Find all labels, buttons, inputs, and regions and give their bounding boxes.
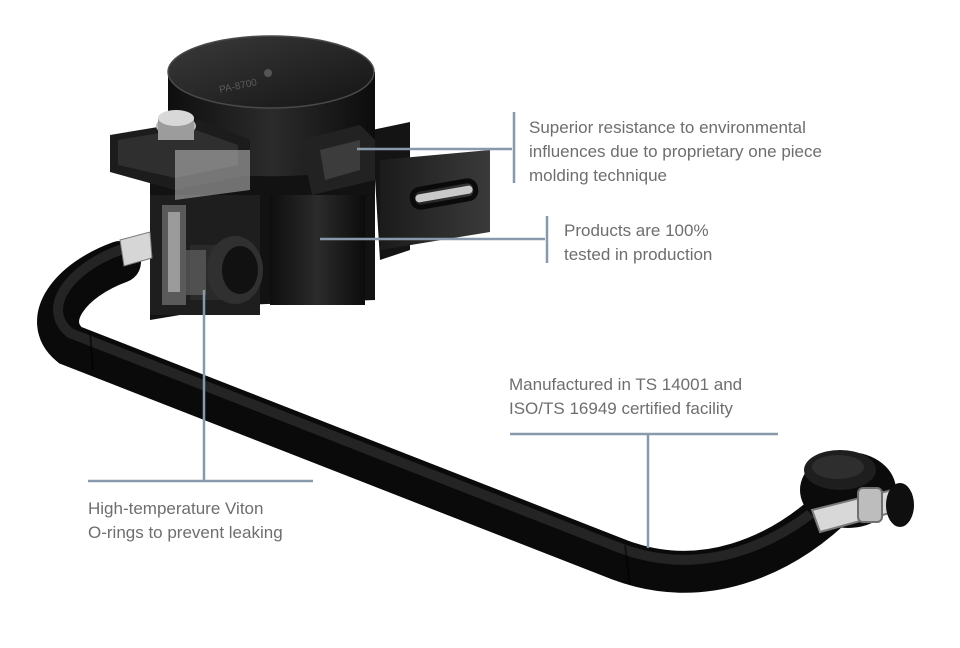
leader-lines <box>88 112 778 548</box>
callout-tested-line-1: Products are 100% <box>564 221 709 240</box>
valve-body <box>150 160 375 320</box>
callout-orings-line-2: O-rings to prevent leaking <box>88 523 283 542</box>
mounting-bracket <box>372 122 490 260</box>
callout-orings-line-1: High-temperature Viton <box>88 499 264 518</box>
callout-manufactured-line-1: Manufactured in TS 14001 and <box>509 375 743 394</box>
callout-resistance-line-1: Superior resistance to environmental <box>529 118 806 137</box>
callout-manufactured-line-2: ISO/TS 16949 certified facility <box>509 399 733 418</box>
hose <box>37 241 861 593</box>
side-port <box>119 231 153 267</box>
callout-manufactured: Manufactured in TS 14001 and ISO/TS 1694… <box>509 373 742 421</box>
callout-resistance-line-2: influences due to proprietary one piece <box>529 142 822 161</box>
callout-resistance: Superior resistance to environmental inf… <box>529 116 822 188</box>
callout-tested-line-2: tested in production <box>564 245 713 264</box>
callout-tested: Products are 100% tested in production <box>564 219 712 267</box>
callout-orings: High-temperature Viton O-rings to preven… <box>88 497 283 545</box>
hose-end-fitting <box>800 450 914 534</box>
valve-top-collar <box>110 110 375 200</box>
callout-resistance-line-3: molding technique <box>529 166 667 185</box>
